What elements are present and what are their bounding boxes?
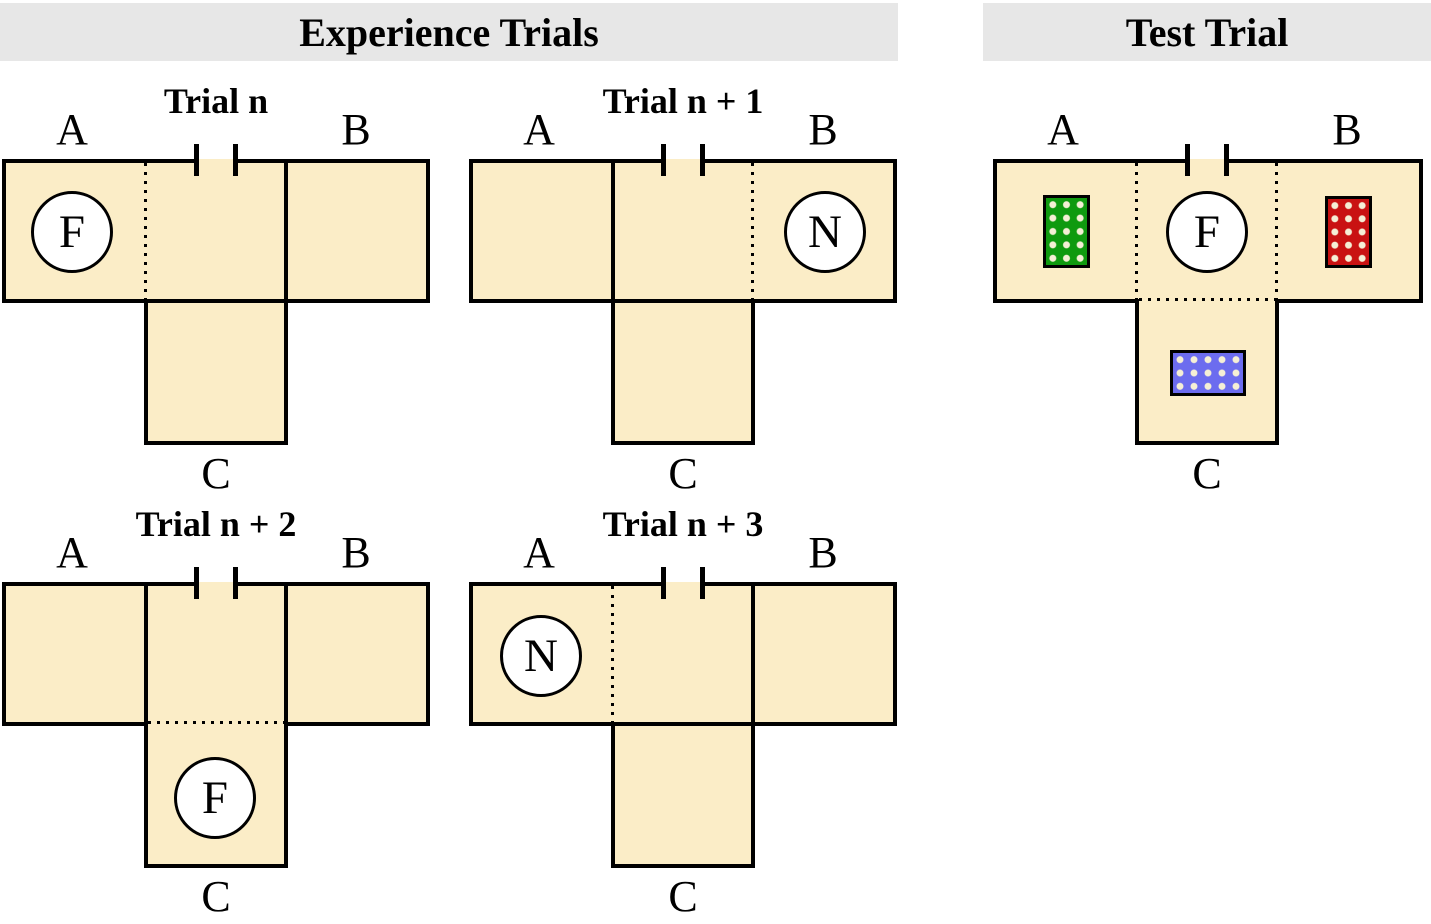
trial-n1-maze: Trial n + 1 A B N C (469, 0, 897, 501)
marker-letter: F (201, 772, 229, 824)
stem-junction-opening (148, 722, 284, 726)
entrance-gap (199, 582, 233, 587)
partition-c-open-dotted (1139, 298, 1275, 301)
partition-b-closed (284, 163, 288, 299)
marker-letter: F (1193, 206, 1221, 258)
test-trial-maze: A B F C (993, 0, 1423, 501)
partition-a-closed (144, 586, 148, 722)
maze-stem-arm (611, 726, 755, 868)
arm-label-b: B (808, 528, 838, 577)
arm-label-b: B (341, 528, 371, 577)
maze-stem-arm (611, 303, 755, 445)
partition-a-closed (611, 163, 615, 299)
partition-b-open-dotted (1275, 163, 1278, 299)
trial-title: Trial n + 3 (602, 504, 764, 544)
experience-trials-header: Experience Trials (0, 3, 898, 61)
marker-letter: N (808, 206, 842, 258)
entrance-tick-right (233, 567, 238, 599)
partition-b-closed (751, 586, 755, 722)
trial-title: Trial n (163, 81, 269, 121)
entrance-gap (666, 159, 700, 164)
experience-trials-header-label: Experience Trials (299, 9, 599, 55)
arm-label-a: A (523, 105, 555, 154)
arm-label-a: A (56, 528, 88, 577)
entrance-tick-right (1224, 144, 1229, 176)
trial-n3-maze: Trial n + 3 A B N C (469, 423, 897, 924)
trial-title: Trial n + 2 (135, 504, 297, 544)
reward-marker: F (1166, 191, 1248, 273)
marker-letter: F (58, 206, 86, 258)
red-dotted-patch (1325, 196, 1372, 268)
entrance-tick-left (1185, 144, 1190, 176)
arm-label-b: B (341, 105, 371, 154)
maze-stem-arm (144, 303, 288, 445)
trial-n2-maze: Trial n + 2 A B F C (2, 423, 430, 924)
reward-marker: N (500, 615, 582, 697)
arm-label-c: C (1192, 449, 1222, 498)
entrance-tick-left (194, 567, 199, 599)
arm-label-c: C (668, 449, 698, 498)
entrance-tick-right (700, 567, 705, 599)
entrance-tick-right (233, 144, 238, 176)
reward-marker: F (31, 191, 113, 273)
partition-c-open-dotted (148, 721, 284, 724)
entrance-gap (666, 582, 700, 587)
reward-marker: F (174, 757, 256, 839)
entrance-tick-left (661, 144, 666, 176)
partition-a-open-dotted (611, 586, 614, 722)
blue-dotted-patch (1170, 350, 1246, 396)
partition-b-open-dotted (751, 163, 754, 299)
test-trial-header: Test Trial (983, 3, 1431, 61)
arm-label-a: A (56, 105, 88, 154)
stem-junction-opening (1139, 299, 1275, 303)
entrance-tick-right (700, 144, 705, 176)
entrance-gap (199, 159, 233, 164)
entrance-tick-left (194, 144, 199, 176)
arm-label-b: B (1332, 105, 1362, 154)
arm-label-a: A (1047, 105, 1079, 154)
arm-label-a: A (523, 528, 555, 577)
partition-a-open-dotted (144, 163, 147, 299)
marker-letter: N (524, 630, 558, 682)
partition-a-open-dotted (1135, 163, 1138, 299)
reward-marker: N (784, 191, 866, 273)
maze-cross-arm (2, 582, 430, 726)
arm-label-b: B (808, 105, 838, 154)
entrance-gap (1190, 159, 1224, 164)
arm-label-c: C (201, 449, 231, 498)
trial-title: Trial n + 1 (602, 81, 764, 121)
green-dotted-patch (1043, 195, 1090, 268)
test-trial-header-label: Test Trial (1125, 9, 1289, 55)
trial-n-maze: Trial n A B F C (2, 0, 430, 501)
entrance-tick-left (661, 567, 666, 599)
arm-label-c: C (668, 872, 698, 921)
arm-label-c: C (201, 872, 231, 921)
partition-b-closed (284, 586, 288, 722)
